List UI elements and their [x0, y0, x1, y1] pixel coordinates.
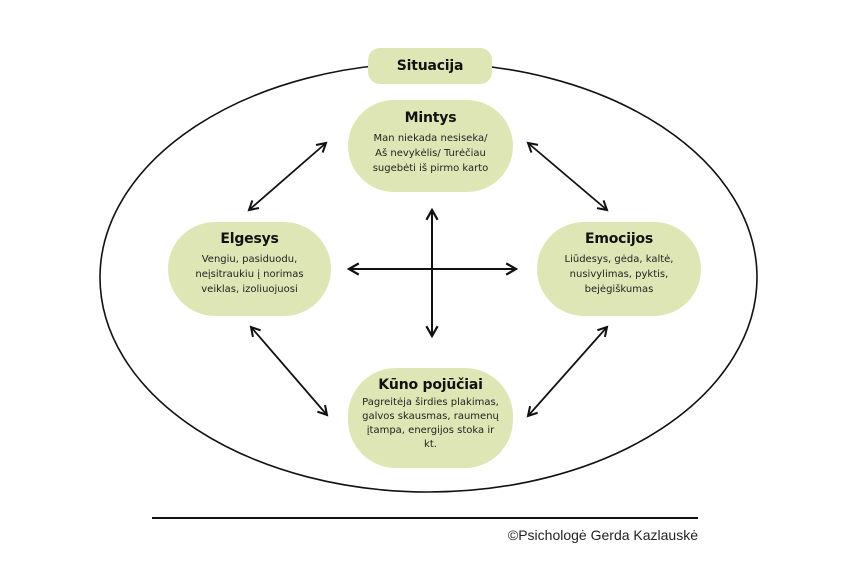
node-body-line: sugebėti iš pirmo karto	[372, 163, 489, 174]
node-body-line: Pagreitėja širdies plakimas,	[362, 397, 499, 408]
node-body-line: Vengiu, pasiduodu,	[201, 254, 298, 265]
situation-label: Situacija	[368, 48, 492, 84]
situation-title: Situacija	[396, 58, 464, 74]
node-body: Pagreitėja širdies plakimas, galvos skau…	[348, 396, 513, 452]
arrow-mintys-elgesys	[247, 141, 328, 212]
node-body-line: bejėgiškumas	[584, 284, 654, 295]
node-body-line: veiklas, izoliuojuosi	[201, 284, 298, 295]
node-body-line: galvos skausmas, raumenų	[362, 411, 499, 422]
node-body-line: įtampa, energijos stoka ir	[366, 425, 495, 436]
node-body-line: neįsitraukiu į norimas	[195, 269, 304, 280]
node-body-line: Aš nevykėlis/ Turėčiau	[375, 148, 486, 159]
node-body: Man niekada nesiseka/ Aš nevykėlis/ Turė…	[348, 131, 513, 176]
node-body-line: Man niekada nesiseka/	[373, 133, 488, 144]
node-title: Elgesys	[220, 231, 279, 247]
node-emocijos: Emocijos Liūdesys, gėda, kaltė, nusivyli…	[537, 222, 701, 316]
node-title: Emocijos	[584, 231, 654, 247]
node-title: Kūno pojūčiai	[378, 377, 483, 393]
node-body-line: nusivylimas, pyktis,	[569, 269, 669, 280]
node-body: Liūdesys, gėda, kaltė, nusivylimas, pykt…	[537, 252, 701, 297]
node-title: Mintys	[404, 110, 457, 126]
arrow-elgesys-kunas	[249, 325, 329, 417]
node-body: Vengiu, pasiduodu, neįsitraukiu į norima…	[168, 252, 331, 297]
node-body-line: Liūdesys, gėda, kaltė,	[564, 254, 674, 265]
node-kuno-pojuciai: Kūno pojūčiai Pagreitėja širdies plakima…	[348, 368, 513, 468]
node-body-line: kt.	[424, 439, 437, 450]
arrow-mintys-emocijos	[526, 141, 609, 212]
copyright-credit: ©Psichologė Gerda Kazlauskė	[507, 527, 698, 543]
arrow-emocijos-kunas	[526, 325, 609, 418]
node-mintys: Mintys Man niekada nesiseka/ Aš nevykėli…	[348, 100, 513, 192]
footer-divider	[152, 517, 698, 519]
node-elgesys: Elgesys Vengiu, pasiduodu, neįsitraukiu …	[168, 222, 331, 316]
